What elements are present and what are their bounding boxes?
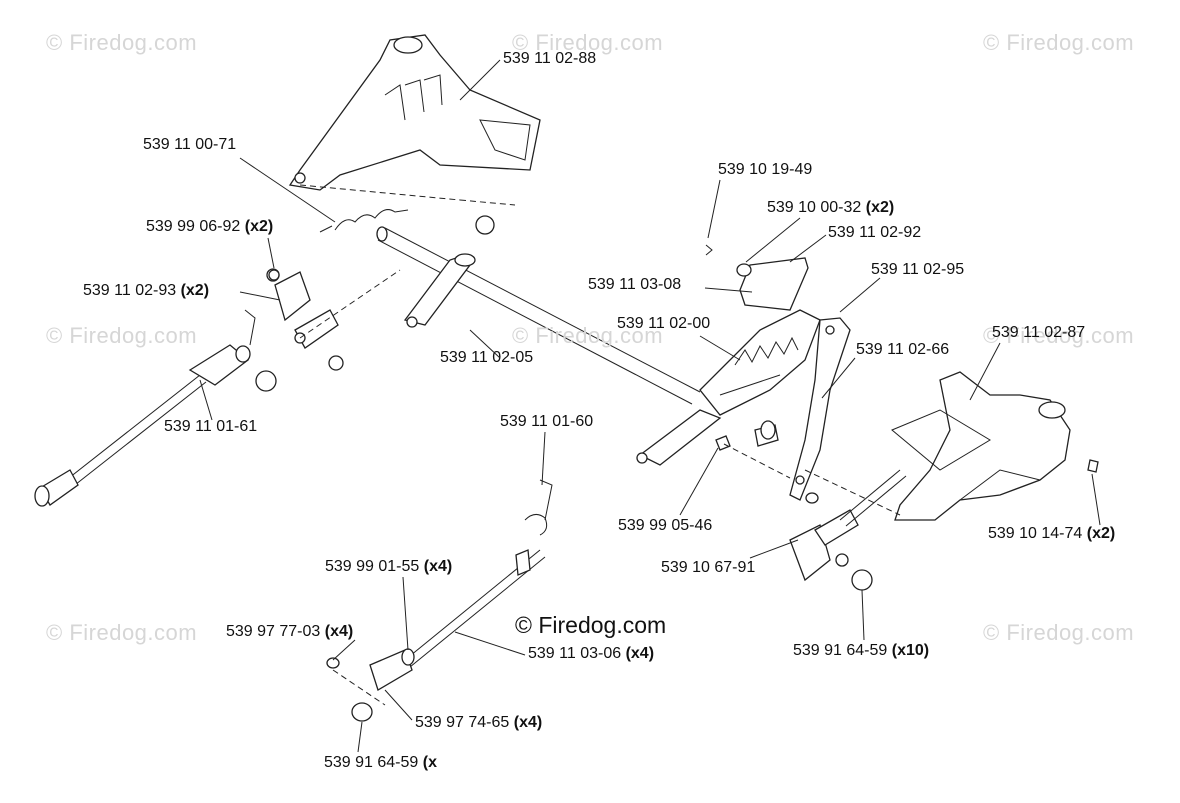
left-linkage-rod (34, 309, 256, 507)
watermark: © Firedog.com (983, 323, 1135, 348)
part-label: 539 11 02-88 (503, 50, 597, 67)
part-label: 539 11 01-60 (500, 413, 594, 430)
screw (1087, 459, 1099, 473)
watermark: © Firedog.com (512, 30, 664, 55)
part-label: 539 10 19-49 (718, 161, 813, 178)
part-label: 539 11 00-71 (143, 136, 237, 153)
part-label: 539 11 01-61 (164, 418, 258, 435)
watermark: © Firedog.com (46, 323, 198, 348)
part-label: 539 91 64-59 (x (324, 754, 437, 771)
watermark: © Firedog.com (46, 30, 198, 55)
part-label: 539 11 02-95 (871, 261, 965, 278)
watermark: © Firedog.com (983, 620, 1135, 645)
washer (268, 269, 280, 281)
part-label: 539 10 14-74 (x2) (988, 525, 1116, 542)
pedal-hardware (705, 244, 819, 504)
part-label: 539 11 02-87 (992, 324, 1086, 341)
part-label: 539 99 06-92 (x2) (146, 218, 274, 235)
part-label: 539 11 03-06 (x4) (528, 645, 655, 662)
pedal-arm (636, 317, 851, 501)
part-label: 539 10 00-32 (x2) (767, 199, 895, 216)
part-label: 539 91 64-59 (x10) (793, 642, 930, 659)
pedal-plate (699, 309, 821, 416)
part-label: 539 11 02-00 (617, 315, 711, 332)
part-label: 539 11 02-05 (440, 349, 534, 366)
right-bracket (891, 371, 1071, 521)
right-clevis (789, 469, 907, 591)
watermark: © Firedog.com (512, 323, 664, 348)
part-label: 539 97 77-03 (x4) (226, 623, 354, 640)
snap-ring (255, 370, 277, 392)
spring (299, 184, 516, 233)
watermark: © Firedog.com (983, 30, 1135, 55)
left-bracket (288, 34, 541, 191)
watermark: © Firedog.com (46, 620, 198, 645)
part-label: 539 11 02-66 (856, 341, 950, 358)
watermark-main: © Firedog.com (515, 612, 667, 638)
bottom-linkage-rod (326, 479, 553, 722)
pedal-pad (739, 257, 809, 311)
ring (475, 215, 495, 235)
part-label: 539 99 05-46 (618, 517, 713, 534)
part-label: 539 11 03-08 (588, 276, 682, 293)
part-label: 539 99 01-55 (x4) (325, 558, 453, 575)
part-label: 539 11 02-92 (828, 224, 922, 241)
cross-shaft (376, 226, 701, 405)
part-label: 539 11 02-93 (x2) (83, 282, 210, 299)
part-label: 539 97 74-65 (x4) (415, 714, 543, 731)
left-clevis (266, 268, 401, 371)
part-label: 539 10 67-91 (661, 559, 756, 576)
shaft-lever (403, 253, 476, 328)
